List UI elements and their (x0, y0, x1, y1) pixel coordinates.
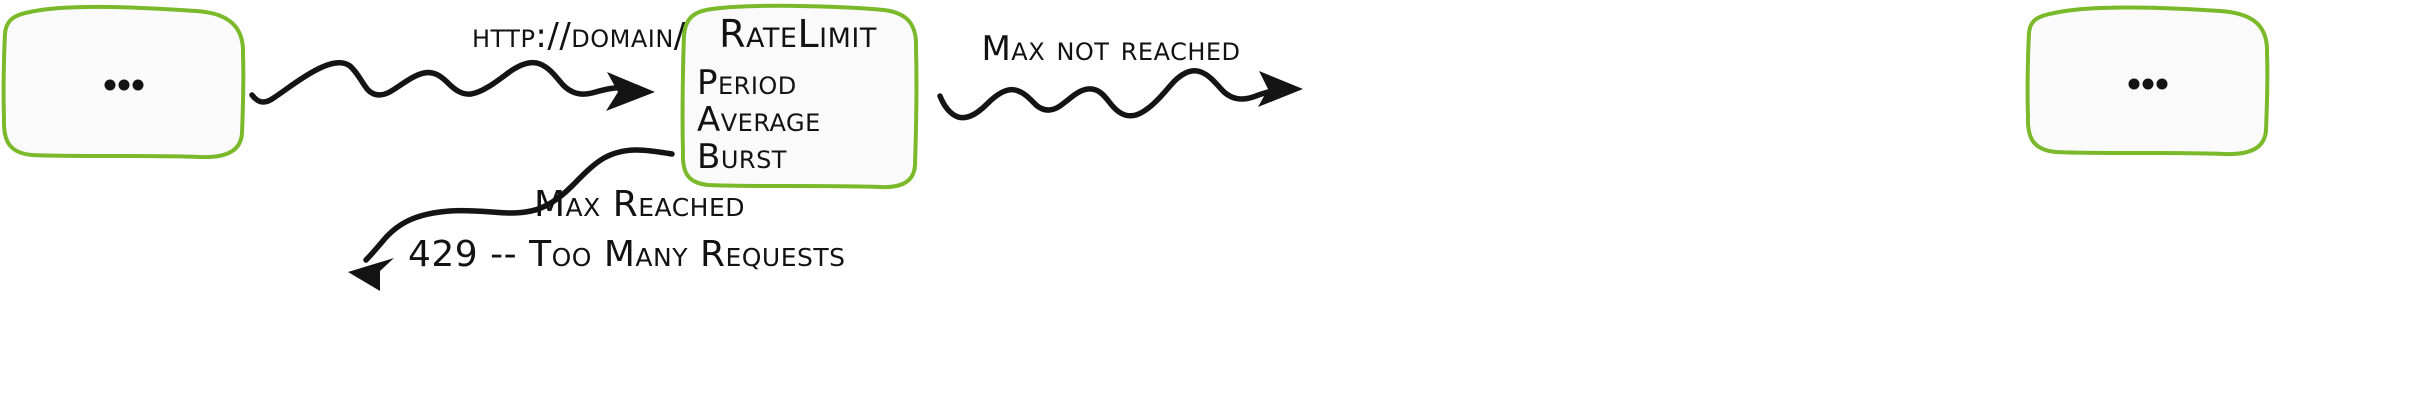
edge-request-arrowhead (606, 72, 655, 111)
node-ratelimit-item-burst: Burst (697, 137, 787, 177)
edge-rejected-label-primary: Max Reached (534, 184, 745, 225)
node-ratelimit-shape (680, 3, 919, 190)
edge-rejected-label-secondary: 429 -- Too Many Requests (408, 234, 846, 275)
edge-rejected[interactable]: Max Reached 429 -- Too Many Requests (348, 147, 846, 291)
node-downstream-label (2128, 78, 2168, 90)
node-ratelimit-title: RateLimit (719, 12, 877, 56)
edge-allowed-arrowhead (1258, 71, 1303, 107)
edge-request-path (249, 59, 633, 105)
edge-allowed-label: Max not reached (981, 29, 1240, 69)
node-upstream-label (104, 79, 144, 91)
edge-allowed-path (937, 68, 1285, 121)
edge-rejected-path (363, 147, 675, 263)
edge-allowed[interactable]: Max not reached (937, 29, 1303, 121)
node-ratelimit[interactable]: RateLimit Period Average Burst (680, 3, 919, 190)
node-ratelimit-item-period: Period (697, 63, 797, 103)
node-downstream[interactable]: ... (2025, 5, 2270, 157)
edge-rejected-arrowhead (348, 258, 394, 291)
node-upstream[interactable]: ... (1, 4, 246, 160)
node-ratelimit-item-average: Average (697, 100, 821, 140)
